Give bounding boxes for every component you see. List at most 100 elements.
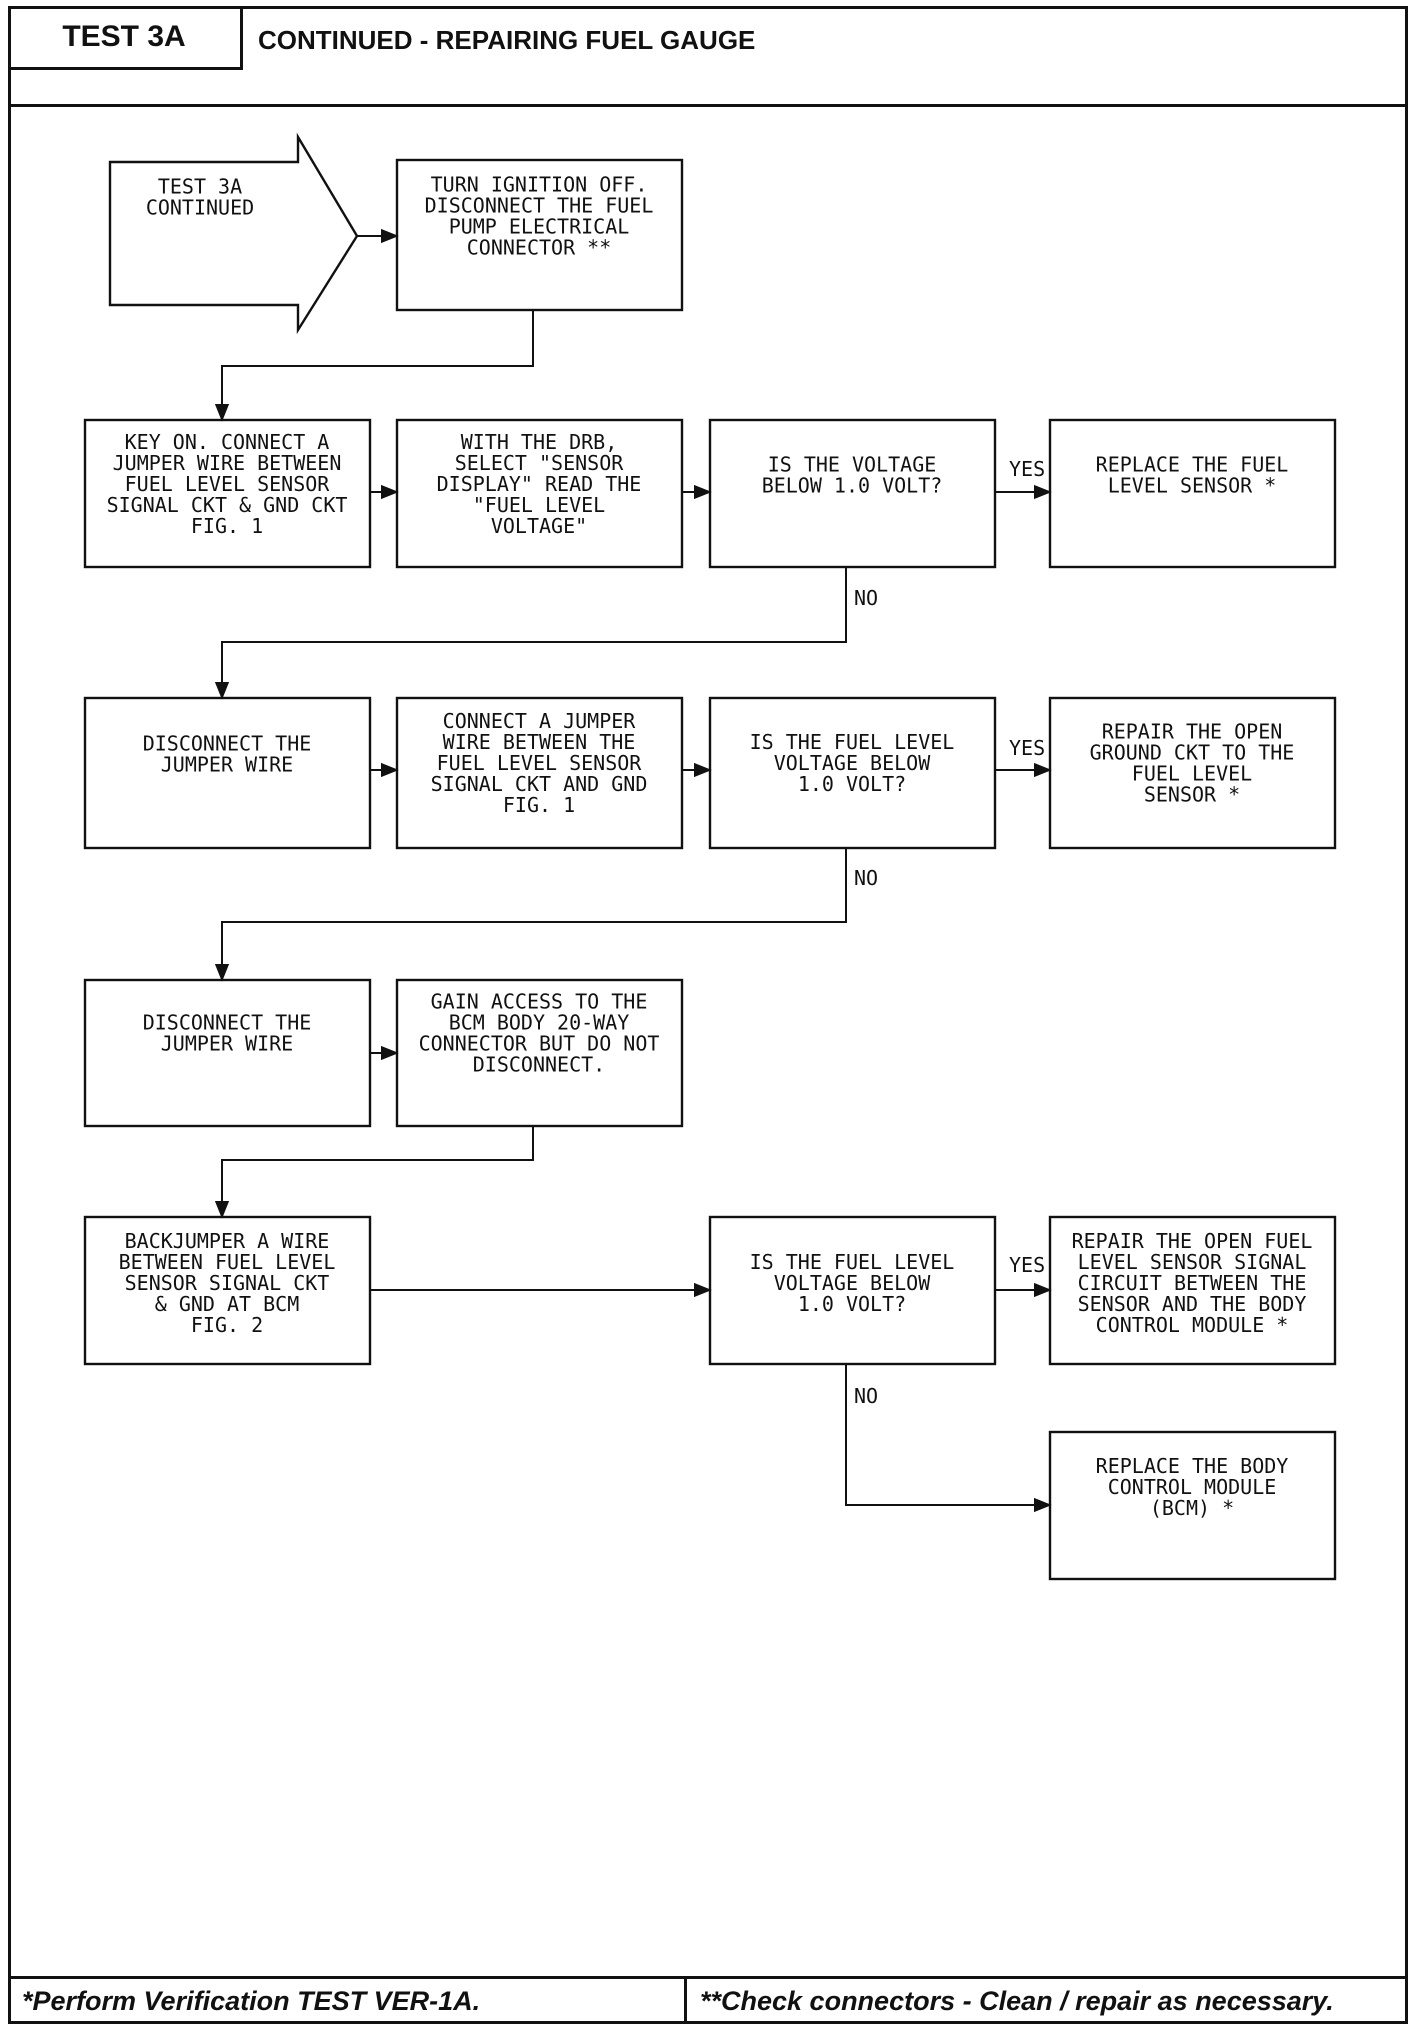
- text-line: KEY ON. CONNECT A: [125, 430, 330, 454]
- text-line: PUMP ELECTRICAL: [449, 215, 630, 239]
- text-line: IS THE VOLTAGE: [768, 453, 937, 477]
- text-line: LEVEL SENSOR SIGNAL: [1078, 1250, 1307, 1274]
- yes-label-3: YES: [1009, 1253, 1045, 1277]
- text-line: GAIN ACCESS TO THE: [431, 990, 648, 1014]
- footer-connectors-note: **Check connectors - Clean / repair as n…: [700, 1986, 1334, 2016]
- no-label-1: NO: [854, 586, 878, 610]
- text-line: DISPLAY" READ THE: [437, 472, 642, 496]
- node-disconnect-jumper-1: [83, 696, 372, 850]
- text-line: IS THE FUEL LEVEL: [750, 730, 955, 754]
- edge-gain-access-to-backjumper: [214, 1126, 534, 1219]
- header-divider: [8, 104, 1408, 107]
- text-line: JUMPER WIRE: [161, 1032, 293, 1056]
- text-line: JUMPER WIRE BETWEEN: [113, 451, 342, 475]
- text-line: SENSOR *: [1144, 783, 1240, 807]
- text-line: CIRCUIT BETWEEN THE: [1078, 1271, 1307, 1295]
- yes-label-2: YES: [1009, 736, 1045, 760]
- text-line: DISCONNECT THE: [143, 1011, 312, 1035]
- text-line: SENSOR AND THE BODY: [1078, 1292, 1307, 1316]
- text-line: REPLACE THE BODY: [1096, 1454, 1289, 1478]
- text-line: VOLTAGE BELOW: [774, 751, 931, 775]
- text-line: GROUND CKT TO THE: [1090, 741, 1295, 765]
- text-line: REPAIR THE OPEN FUEL: [1072, 1229, 1313, 1253]
- text-line: CONTROL MODULE: [1108, 1475, 1277, 1499]
- text-line: DISCONNECT.: [473, 1053, 605, 1077]
- text-line: IS THE FUEL LEVEL: [750, 1250, 955, 1274]
- text-line: FIG. 1: [503, 793, 575, 817]
- text-line: 1.0 VOLT?: [798, 1292, 906, 1316]
- text-line: DISCONNECT THE FUEL: [425, 194, 654, 218]
- text-line: CONTINUED: [146, 196, 254, 220]
- node-question-fuel-level-2: [708, 1215, 997, 1366]
- node-repair-ground: [1048, 696, 1337, 850]
- text-line: BCM BODY 20-WAY: [449, 1011, 630, 1035]
- node-drb-select: [395, 418, 684, 569]
- text-line: CONNECTOR **: [467, 236, 612, 260]
- text-line: BACKJUMPER A WIRE: [125, 1229, 330, 1253]
- text-line: BETWEEN FUEL LEVEL: [119, 1250, 336, 1274]
- page-frame: [8, 6, 1408, 2024]
- no-label-2: NO: [854, 866, 878, 890]
- text-line: CONNECT A JUMPER: [443, 709, 637, 733]
- node-connect-jumper-gnd: [395, 696, 684, 850]
- edge-question2-no-replace-bcm: [845, 1364, 1052, 1513]
- node-question-fuel-level-1: [708, 696, 997, 850]
- edge-question1-no-disconnect2: [214, 848, 847, 982]
- yes-label-1: YES: [1009, 457, 1045, 481]
- text-line: JUMPER WIRE: [161, 753, 293, 777]
- text-line: FUEL LEVEL SENSOR: [125, 472, 331, 496]
- footer-column-divider: [684, 1976, 687, 2024]
- page-title: CONTINUED - REPAIRING FUEL GAUGE: [258, 25, 756, 55]
- footer-divider: [8, 1976, 1408, 1979]
- text-line: 1.0 VOLT?: [798, 772, 906, 796]
- test-label: TEST 3A: [8, 6, 243, 70]
- text-line: FUEL LEVEL SENSOR: [437, 751, 643, 775]
- node-question-voltage: [708, 418, 997, 569]
- text-line: WITH THE DRB,: [461, 430, 618, 454]
- node-key-on-jumper: [83, 418, 372, 569]
- text-line: BELOW 1.0 VOLT?: [762, 474, 943, 498]
- text-line: LEVEL SENSOR *: [1108, 474, 1277, 498]
- text-line: REPAIR THE OPEN: [1102, 720, 1283, 744]
- edge-question-no-disconnect: [214, 567, 847, 700]
- node-repair-signal: [1048, 1215, 1337, 1366]
- edge-ignition-to-key-on: [214, 310, 534, 422]
- text-line: TEST 3A: [158, 175, 242, 199]
- text-line: TURN IGNITION OFF.: [431, 173, 648, 197]
- text-line: FIG. 1: [191, 514, 263, 538]
- text-line: SIGNAL CKT & GND CKT: [107, 493, 348, 517]
- text-line: SELECT "SENSOR: [455, 451, 625, 475]
- node-ignition-off: [395, 158, 684, 312]
- start-arrow-shape: [108, 132, 359, 335]
- text-line: REPLACE THE FUEL: [1096, 453, 1289, 477]
- footer-verification-note: *Perform Verification TEST VER-1A.: [22, 1986, 481, 2016]
- text-line: FUEL LEVEL: [1132, 762, 1252, 786]
- text-line: VOLTAGE": [491, 514, 587, 538]
- text-line: CONTROL MODULE *: [1096, 1313, 1289, 1337]
- no-label-3: NO: [854, 1384, 878, 1408]
- text-line: FIG. 2: [191, 1313, 263, 1337]
- text-line: & GND AT BCM: [155, 1292, 300, 1316]
- text-line: (BCM) *: [1150, 1496, 1234, 1520]
- text-line: DISCONNECT THE: [143, 732, 312, 756]
- text-line: WIRE BETWEEN THE: [443, 730, 636, 754]
- text-line: SENSOR SIGNAL CKT: [125, 1271, 330, 1295]
- text-line: "FUEL LEVEL: [473, 493, 605, 517]
